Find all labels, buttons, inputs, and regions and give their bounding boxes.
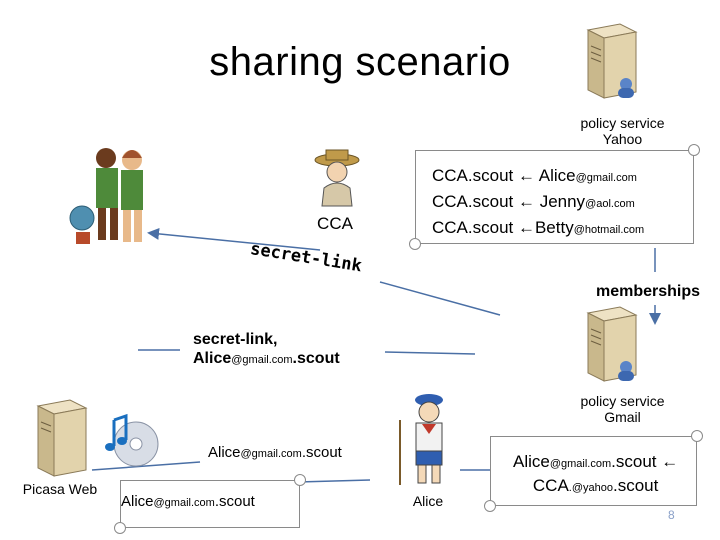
picasa-server-icon: [30, 398, 140, 480]
picasa-scroll: Alice@gmail.com.scout: [114, 474, 306, 534]
membership-entry: CCA.scout ←Betty@hotmail.com: [432, 218, 645, 237]
cca-label: CCA: [317, 214, 353, 233]
picasa-label: Picasa Web: [22, 481, 98, 497]
membership-entry: CCA.scout ← Alice@gmail.com: [432, 166, 637, 185]
alice-label: Alice: [412, 493, 444, 509]
gmail-membership-scroll: Alice@gmail.com.scout ← CCA.@yahoo.scout: [484, 430, 703, 512]
secret-link-arrow: [147, 227, 321, 251]
membership-entry: Alice@gmail.com.scout ←: [513, 452, 679, 471]
music-cd-icon: [100, 410, 160, 472]
girl-scouts-image: [68, 140, 158, 250]
secret-link-line: [379, 281, 501, 316]
yahoo-server-icon: [580, 22, 640, 102]
secret-link-message: secret-link, Alice@gmail.com.scout: [193, 331, 340, 367]
gmail-server-icon: [580, 305, 640, 385]
slide-title: sharing scenario: [209, 40, 511, 84]
memberships-label: memberships: [595, 283, 701, 300]
yahoo-membership-scroll: CCA.scout ← Alice@gmail.com CCA.scout ← …: [409, 144, 700, 250]
picasa-line: [91, 461, 201, 471]
alice-scout-message: Alice@gmail.com.scout: [208, 444, 342, 461]
membership-entry: CCA.scout ← Jenny@aol.com: [432, 192, 635, 211]
scout-leader-image: [312, 148, 362, 208]
alice-figure-image: [394, 390, 464, 490]
page-number: 8: [668, 508, 675, 522]
membership-entry: CCA.@yahoo.scout: [532, 476, 659, 495]
alice-picasa-line: [297, 479, 371, 483]
msg-line-right: [384, 351, 476, 355]
